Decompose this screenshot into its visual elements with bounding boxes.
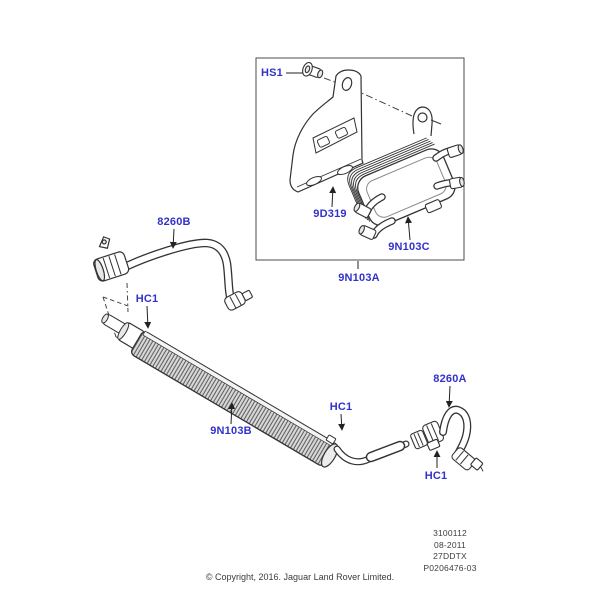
inset-box (255, 57, 465, 261)
label-9n103a: 9N103A (338, 272, 380, 284)
tube-outlet-pipe (333, 440, 410, 466)
leader-lines (144, 72, 453, 468)
leader-9d319 (329, 186, 337, 208)
leader-hc1-mid (338, 413, 346, 431)
aux-cooler-mount-tab (412, 106, 442, 137)
aux-cooler-9n103c (347, 137, 456, 227)
hose-8260b (93, 236, 253, 311)
reference-info-block: 3100112 08-2011 27DDTX P0206476-03 (390, 528, 510, 574)
leader-8260a (445, 385, 453, 408)
label-9d319: 9D319 (313, 208, 347, 220)
leader-9n103c (405, 216, 413, 241)
hose-8260a (410, 405, 484, 472)
cooler-tube-9n103b (101, 313, 339, 468)
reference-line: P0206476-03 (423, 562, 477, 573)
label-hc1-middle: HC1 (329, 401, 353, 413)
bolt-axis-dashdot-line (323, 77, 413, 117)
label-8260b: 8260B (157, 216, 191, 228)
reference-line: 27DDTX (433, 551, 467, 562)
label-hc1-left: HC1 (135, 293, 159, 305)
copyright-notice: © Copyright, 2016. Jaguar Land Rover Lim… (205, 572, 395, 582)
leader-hc1-left (144, 305, 152, 329)
leader-9n103b (228, 402, 236, 425)
label-9n103c: 9N103C (388, 241, 430, 253)
label-hc1-right: HC1 (424, 470, 448, 482)
reference-line: 08-2011 (434, 539, 466, 550)
tube-end-clamp (325, 434, 337, 445)
leader-8260b (169, 228, 177, 249)
hs1-bolt (302, 61, 324, 79)
aux-cooler-ports (353, 144, 465, 240)
label-9n103b: 9N103B (210, 425, 252, 437)
reference-line: 3100112 (433, 528, 467, 538)
label-8260a: 8260A (433, 373, 467, 385)
bracket-9d319 (289, 69, 364, 193)
hose-clamp-lower (426, 438, 441, 451)
label-hs1: HS1 (261, 67, 283, 79)
